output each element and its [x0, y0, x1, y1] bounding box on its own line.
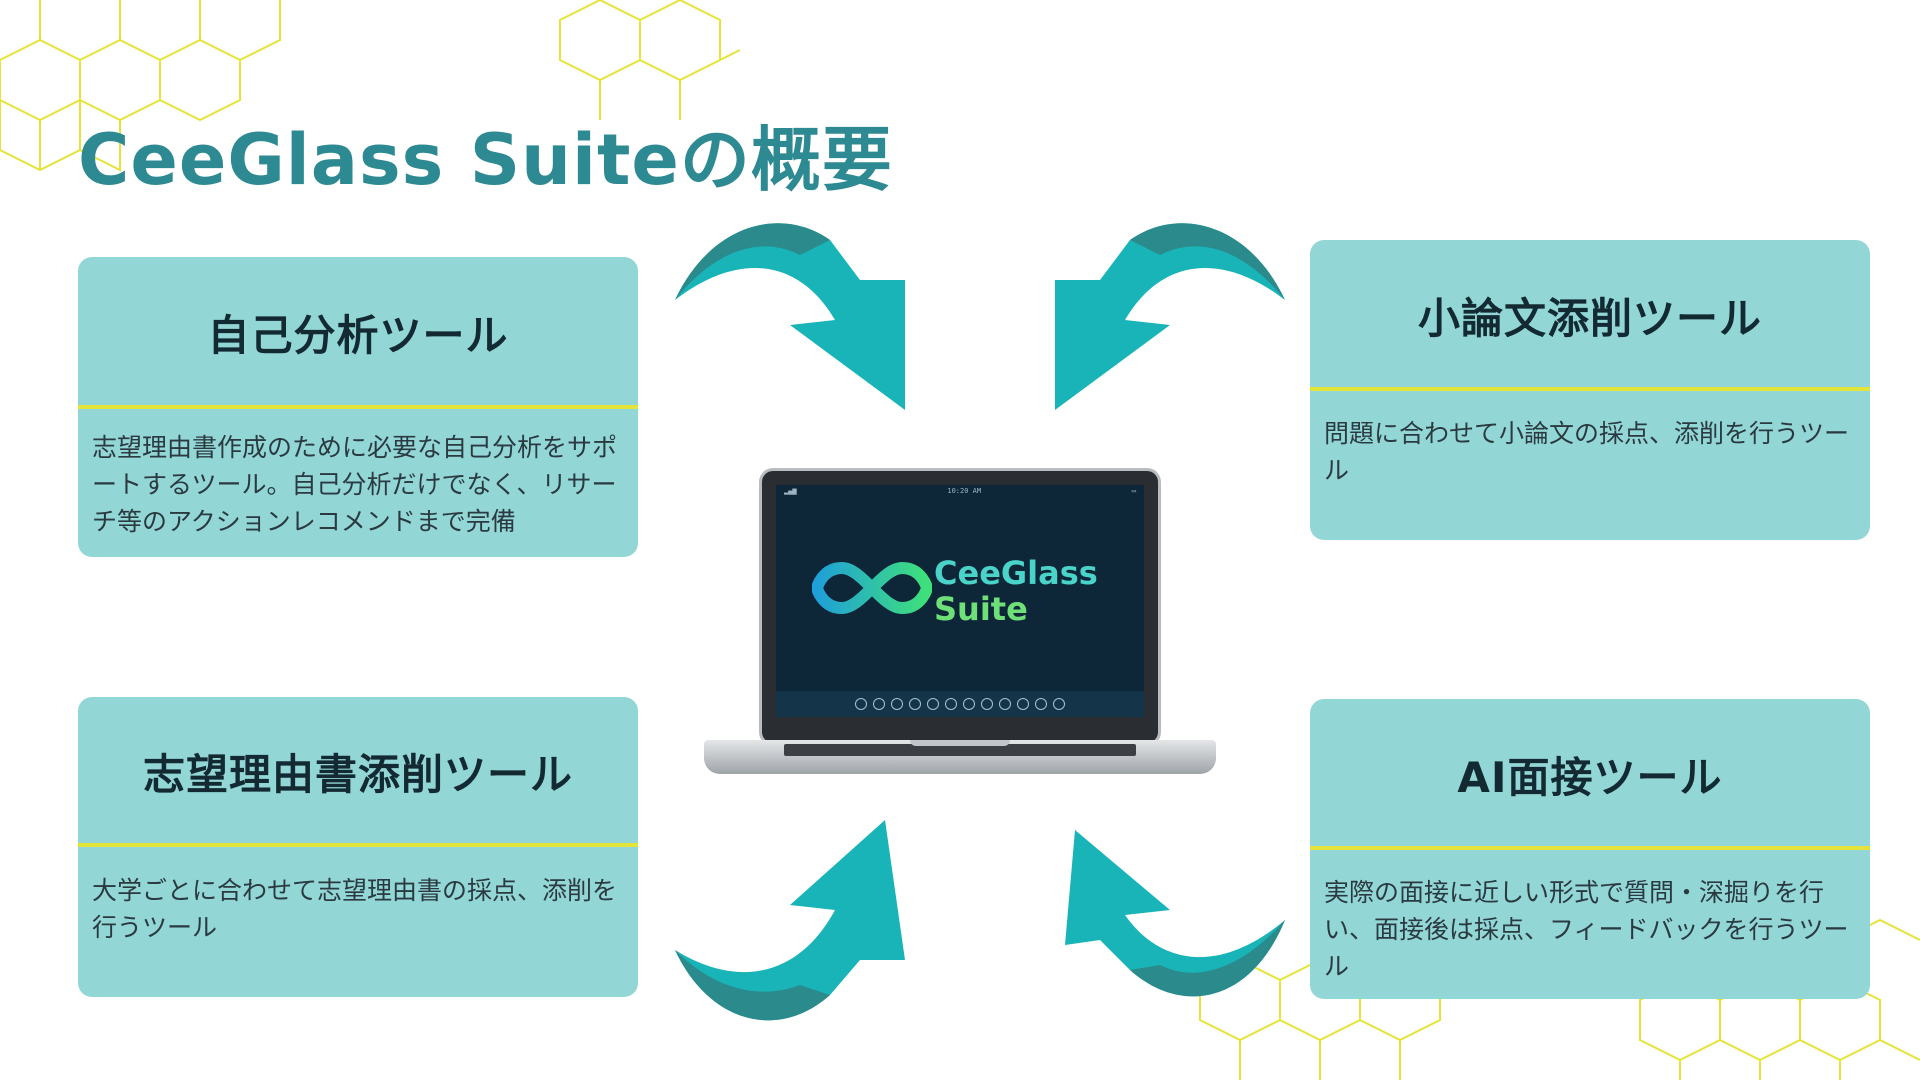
- card-essay-correction-tool: 小論文添削ツール 問題に合わせて小論文の採点、添削を行うツール: [1310, 240, 1870, 540]
- dock-icon: [873, 698, 885, 710]
- card-title: 自己分析ツール: [207, 310, 509, 360]
- dock-icon: [981, 698, 993, 710]
- card-description: 大学ごとに合わせて志望理由書の採点、添削を行うツール: [92, 876, 618, 942]
- laptop-illustration: ▂▄▆ 10:20 AM ▭ CeeGlass Suite: [704, 468, 1216, 788]
- card-divider: [1310, 387, 1870, 391]
- dock-icon: [999, 698, 1011, 710]
- dock-icon: [891, 698, 903, 710]
- logo-line-2: Suite: [934, 590, 1028, 628]
- card-description: 志望理由書作成のために必要な自己分析をサポートするツール。自己分析だけでなく、リ…: [92, 433, 618, 536]
- page-title: CeeGlass Suiteの概要: [78, 119, 893, 201]
- card-divider: [78, 405, 638, 409]
- curved-arrow-top-left: [675, 223, 905, 410]
- dock-icon: [1053, 698, 1065, 710]
- logo-line-1: CeeGlass: [934, 554, 1098, 592]
- dock-icon: [855, 698, 867, 710]
- card-header: 小論文添削ツール: [1310, 240, 1870, 390]
- card-motivation-letter-tool: 志望理由書添削ツール 大学ごとに合わせて志望理由書の採点、添削を行うツール: [78, 697, 638, 997]
- card-divider: [78, 843, 638, 847]
- dock-icon: [1017, 698, 1029, 710]
- geometric-pattern-top-left: [0, 0, 740, 172]
- clock: 10:20 AM: [947, 487, 982, 495]
- laptop-notch: [910, 740, 1010, 746]
- laptop-keyboard: [784, 744, 1136, 756]
- curved-arrow-top-right: [1055, 223, 1285, 410]
- geometric-pattern-bottom-right: [1199, 918, 1920, 1080]
- dock-icon: [909, 698, 921, 710]
- dock-icon: [1035, 698, 1047, 710]
- card-divider: [1310, 846, 1870, 850]
- curved-arrow-bottom-right: [1065, 830, 1285, 997]
- card-header: 志望理由書添削ツール: [78, 697, 638, 845]
- card-title: 小論文添削ツール: [1417, 293, 1762, 343]
- card-description: 実際の面接に近しい形式で質問・深掘りを行い、面接後は採点、フィードバックを行うツ…: [1324, 878, 1849, 981]
- dock: [776, 691, 1144, 717]
- curved-arrow-bottom-left: [675, 820, 905, 1021]
- dock-icon: [927, 698, 939, 710]
- card-header: 自己分析ツール: [78, 257, 638, 407]
- laptop-screen-frame: ▂▄▆ 10:20 AM ▭ CeeGlass Suite: [759, 468, 1161, 746]
- card-title: AI面接ツール: [1457, 752, 1723, 802]
- screen-logo-text: CeeGlass Suite: [934, 555, 1098, 627]
- card-title: 志望理由書添削ツール: [142, 749, 573, 799]
- card-description: 問題に合わせて小論文の採点、添削を行うツール: [1324, 419, 1850, 485]
- card-ai-interview-tool: AI面接ツール 実際の面接に近しい形式で質問・深掘りを行い、面接後は採点、フィー…: [1310, 699, 1870, 999]
- card-header: AI面接ツール: [1310, 699, 1870, 849]
- infinity-icon: [812, 561, 932, 615]
- battery-icon: ▭: [1131, 487, 1136, 495]
- signal-icon: ▂▄▆: [784, 487, 797, 495]
- dock-icon: [963, 698, 975, 710]
- status-bar: ▂▄▆ 10:20 AM ▭: [776, 485, 1144, 497]
- dock-icon: [945, 698, 957, 710]
- laptop-screen: ▂▄▆ 10:20 AM ▭ CeeGlass Suite: [776, 485, 1144, 717]
- card-self-analysis-tool: 自己分析ツール 志望理由書作成のために必要な自己分析をサポートするツール。自己分…: [78, 257, 638, 557]
